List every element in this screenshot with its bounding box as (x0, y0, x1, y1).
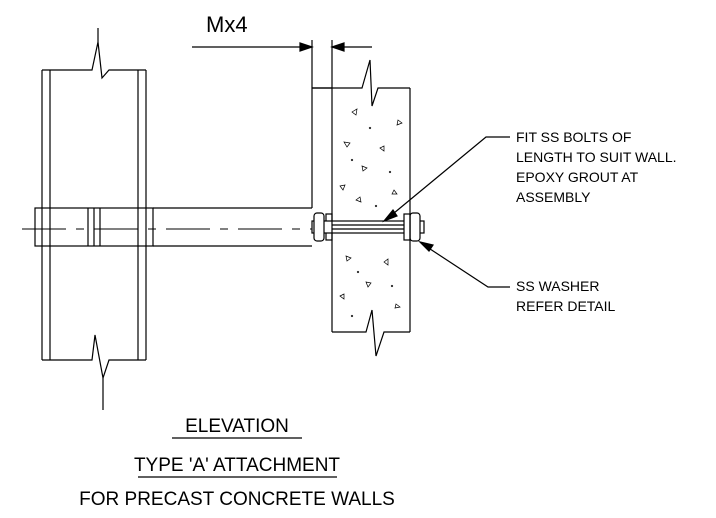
washer-note: SS WASHER REFER DETAIL (516, 278, 616, 314)
hatch-mark (394, 303, 401, 309)
title-walls: FOR PRECAST CONCRETE WALLS (79, 489, 395, 510)
column-top-break-line (42, 41, 146, 80)
hatch-dot (356, 270, 360, 274)
attachment-arm (34, 207, 333, 247)
hatch-mark (365, 281, 372, 288)
bolt-note-line: LENGTH TO SUIT WALL. (516, 149, 677, 165)
title-type: TYPE 'A' ATTACHMENT (134, 455, 340, 476)
hatch-mark (379, 145, 385, 152)
nut-right (409, 212, 421, 242)
hatch-mark (351, 108, 358, 116)
hatch-mark (345, 255, 352, 262)
title-elevation: ELEVATION (185, 416, 289, 437)
hatch-mark (361, 165, 368, 172)
hatch-mark (339, 184, 346, 191)
hatch-dot (390, 284, 394, 288)
bolt-shank (311, 220, 425, 234)
precast-concrete-wall (311, 40, 411, 357)
bolt-note: FIT SS BOLTS OF LENGTH TO SUIT WALL. EPO… (516, 129, 677, 205)
hatch-dot (350, 158, 354, 162)
hatch-dot (374, 204, 378, 208)
hatch-dot (350, 314, 354, 318)
bolt-note-line: ASSEMBLY (516, 189, 591, 205)
dimension-mx4 (192, 42, 372, 52)
steel-column (41, 28, 147, 410)
wall-bottom-break-line (332, 309, 410, 357)
column-bottom-break-line (42, 334, 146, 381)
hatch-mark (339, 293, 345, 300)
concrete-hatch (339, 108, 403, 318)
hatch-mark (391, 189, 398, 195)
hatch-dot (368, 126, 372, 130)
leader-lines (382, 136, 510, 288)
bolt-assembly (311, 212, 425, 242)
washer-note-line: SS WASHER (516, 278, 600, 294)
dimension-arrow-left (299, 42, 314, 52)
washer-note-line: REFER DETAIL (516, 298, 616, 314)
dimension-label: Mx4 (206, 12, 248, 37)
washer (403, 213, 411, 241)
wall-top-break-line (312, 59, 410, 107)
hatch-mark (383, 258, 389, 266)
washer-leader-arrow (418, 240, 434, 252)
bolt-note-line: FIT SS BOLTS OF (516, 129, 631, 145)
hatch-mark (343, 141, 351, 148)
bolt-leader-line (387, 136, 510, 219)
dimension-arrow-right (330, 42, 345, 52)
hatch-dot (388, 170, 392, 174)
hatch-mark (396, 119, 403, 126)
hatch-mark (355, 196, 362, 203)
bolt-leader-arrow (382, 208, 398, 223)
washer-leader-line (423, 244, 510, 288)
nut-left (313, 212, 325, 242)
bolt-note-line: EPOXY GROUT AT (516, 169, 639, 185)
